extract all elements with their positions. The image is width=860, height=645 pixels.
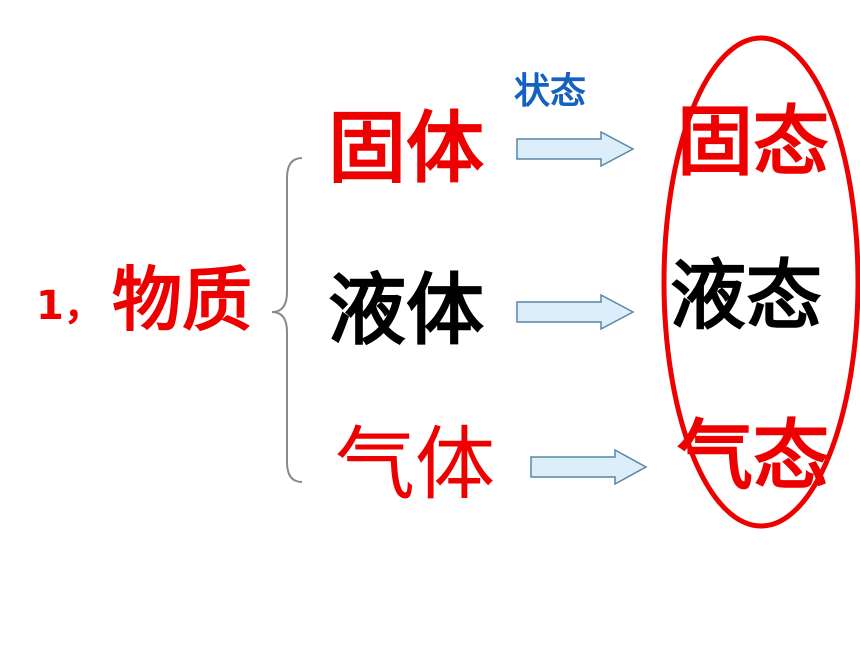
arrow-solid-icon [516,130,635,168]
substance-liquid: 液体 [328,266,485,356]
curly-brace [271,157,303,483]
substance-solid: 固体 [328,104,485,194]
state-gas: 气态 [677,411,829,500]
substance-gas: 气体 [335,418,495,511]
state-liquid: 液态 [670,251,822,340]
arrow-gas-icon [530,448,648,486]
state-solid: 固态 [677,97,829,186]
arrow-label: 状态 [514,71,587,112]
matter-heading: 物质 [112,259,252,341]
highlight-ellipse [661,35,860,529]
item-number: 1， [36,283,104,329]
arrow-liquid-icon [516,293,635,331]
